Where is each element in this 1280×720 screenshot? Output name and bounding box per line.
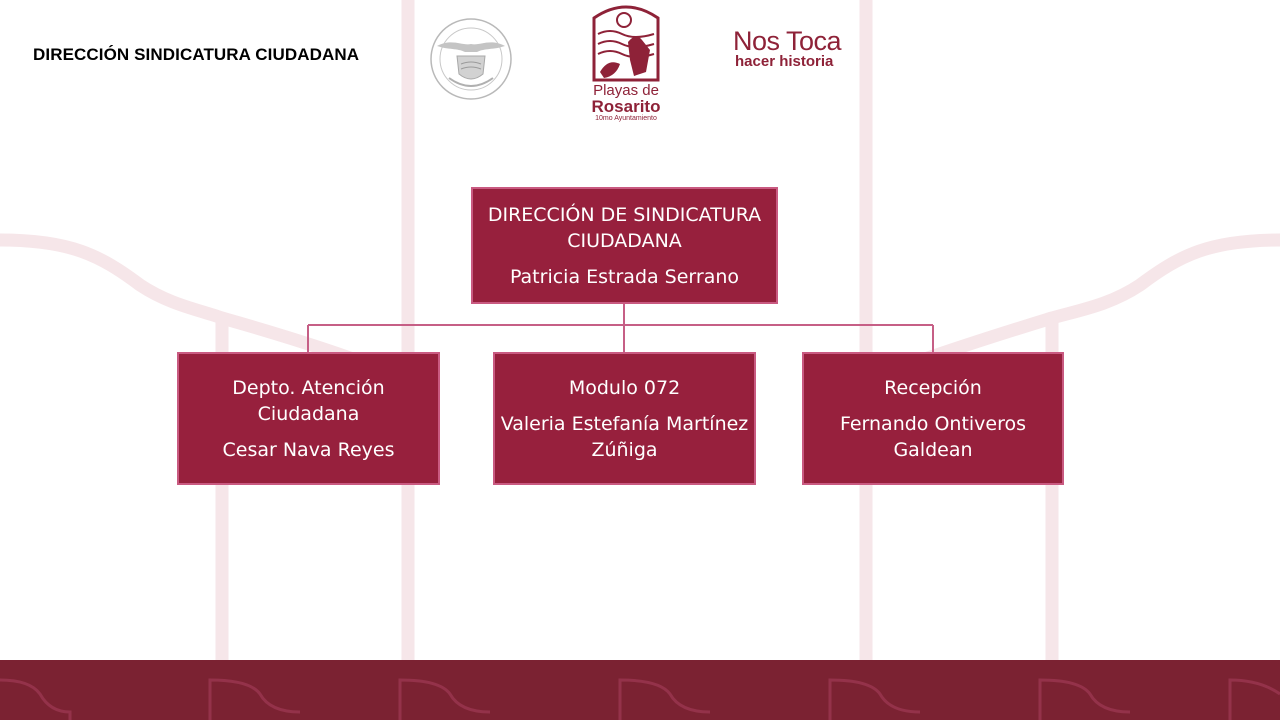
org-node-title: Modulo 072 <box>568 376 681 399</box>
rosarito-emblem-icon <box>592 5 660 82</box>
rosarito-line2: Rosarito <box>591 97 661 116</box>
org-node-root: DIRECCIÓN DE SINDICATURA CIUDADANA Patri… <box>471 187 778 304</box>
org-node-title: Recepción <box>884 376 982 399</box>
org-node-person: Cesar Nava Reyes <box>222 438 395 461</box>
org-node-recepcion: Recepción Fernando Ontiveros Galdean <box>802 352 1064 485</box>
page-title: DIRECCIÓN SINDICATURA CIUDADANA <box>33 45 360 64</box>
org-node-person: Valeria Estefanía Martínez Zúñiga <box>500 412 749 461</box>
org-node-title: Depto. Atención Ciudadana <box>232 376 385 425</box>
rosarito-line3: 10mo Ayuntamiento <box>595 115 657 122</box>
footer-band <box>0 660 1280 720</box>
nostoca-line1: Nos Toca <box>733 26 842 56</box>
org-node-person: Fernando Ontiveros Galdean <box>839 412 1027 461</box>
org-node-modulo-072: Modulo 072 Valeria Estefanía Martínez Zú… <box>493 352 756 485</box>
org-node-person: Patricia Estrada Serrano <box>509 265 740 288</box>
nostoca-line2: hacer historia <box>735 53 834 70</box>
playas-de-rosarito-logo: Playas de Rosarito 10mo Ayuntamiento <box>580 2 672 124</box>
org-node-atencion-ciudadana: Depto. Atención Ciudadana Cesar Nava Rey… <box>177 352 440 485</box>
nos-toca-logo: Nos Toca hacer historia <box>732 26 872 74</box>
org-node-title: DIRECCIÓN DE SINDICATURA CIUDADANA <box>487 203 762 252</box>
rosarito-line1: Playas de <box>593 82 659 99</box>
municipal-seal-icon <box>430 18 512 100</box>
